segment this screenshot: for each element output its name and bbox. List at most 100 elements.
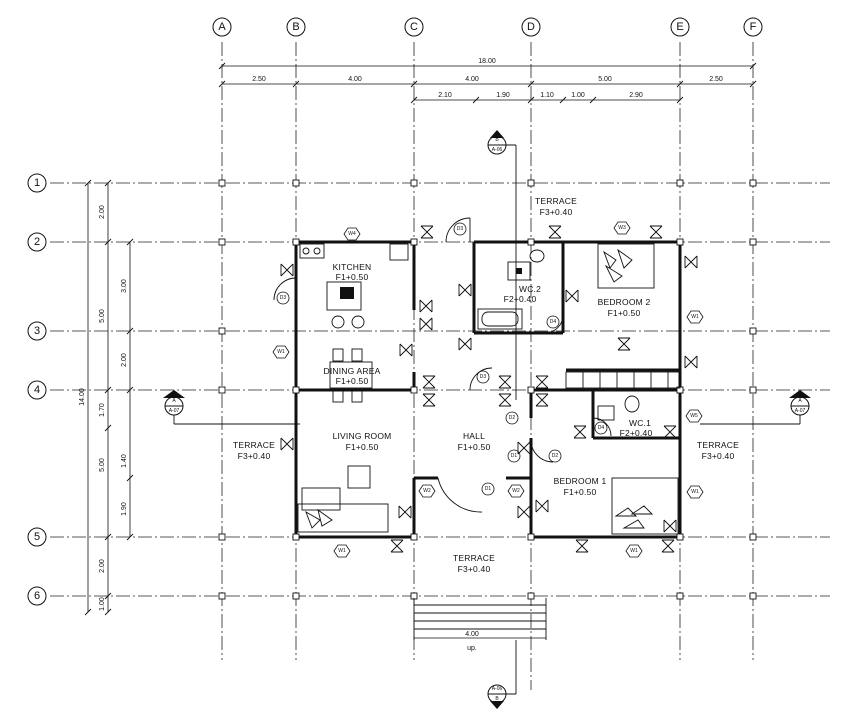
section-marker-top: B A-06 <box>487 130 517 400</box>
room-name: WC.2 <box>519 284 541 294</box>
room-name: BEDROOM 2 <box>598 297 651 307</box>
row-span-label: 5.00 <box>99 309 106 323</box>
column-bubble-D: D <box>521 17 541 37</box>
door-tag: D2 <box>505 411 519 425</box>
svg-text:W4: W4 <box>348 231 356 237</box>
sub-span-label: 1.90 <box>496 92 510 99</box>
door-tag: D1 <box>481 482 495 496</box>
room-level: F1+0.50 <box>458 442 491 452</box>
room-wc1: WC.1 F2+0.40 <box>620 418 653 438</box>
row-span-label: 1.70 <box>99 403 106 417</box>
svg-text:D1: D1 <box>485 486 492 492</box>
room-terrace-left: TERRACE F3+0.40 <box>233 440 275 461</box>
sub-span-label: 2.90 <box>629 92 643 99</box>
door-tag: D4 <box>594 421 608 435</box>
inner-span-label: 1.90 <box>121 502 128 516</box>
room-wc2: WC.2 F2+0.40 <box>504 284 541 304</box>
inner-span-label: 2.00 <box>121 353 128 367</box>
left-dimension-chain: 14.00 2.00 5.00 1.70 5.00 2.00 1.00 3.00… <box>79 179 134 616</box>
svg-text:D2: D2 <box>552 453 559 459</box>
room-level: F3+0.40 <box>540 207 573 217</box>
room-level: F2+0.40 <box>504 294 537 304</box>
room-level: F1+0.50 <box>608 308 641 318</box>
column-bubble-B: B <box>286 17 306 37</box>
door-swings <box>273 217 612 513</box>
room-name: BEDROOM 1 <box>554 476 607 486</box>
room-name: LIVING ROOM <box>333 431 392 441</box>
column-label-E: E <box>676 21 683 33</box>
section-letter: B <box>495 137 499 143</box>
room-hall: HALL F1+0.50 <box>458 431 491 452</box>
room-living: LIVING ROOM F1+0.50 <box>333 431 392 452</box>
room-name: KITCHEN <box>333 262 372 272</box>
room-level: F1+0.50 <box>336 376 369 386</box>
grid-lines <box>50 42 830 690</box>
bedroom1-bed <box>611 477 679 535</box>
window-tag: W1 <box>625 544 643 558</box>
room-bedroom2: BEDROOM 2 F1+0.50 <box>598 297 651 318</box>
column-label-F: F <box>750 21 757 33</box>
section-marker-left: A A-07 <box>163 390 300 425</box>
column-bubble-F: F <box>743 17 763 37</box>
sub-span-label: 2.10 <box>438 92 452 99</box>
svg-text:D1: D1 <box>511 453 518 459</box>
overall-depth-label: 14.00 <box>79 388 86 406</box>
svg-text:W3: W3 <box>618 225 626 231</box>
window-tag: W3 <box>613 221 631 235</box>
room-terrace-bottom: TERRACE F3+0.40 <box>453 553 495 574</box>
sub-span-label: 1.00 <box>571 92 585 99</box>
living-furniture <box>297 465 389 533</box>
sub-span-label: 1.10 <box>540 92 554 99</box>
row-bubble-1: 1 <box>27 173 47 193</box>
column-bubble-C: C <box>404 17 424 37</box>
dining-table <box>329 348 373 403</box>
svg-text:D2: D2 <box>509 415 516 421</box>
wc1-fixtures <box>597 395 640 421</box>
stair-width-label: 4.00 <box>465 631 479 638</box>
stairs: 4.00 up. <box>413 598 547 652</box>
room-name: TERRACE <box>697 440 739 450</box>
structural-columns <box>218 179 757 600</box>
door-tag: D4 <box>546 315 560 329</box>
column-label-D: D <box>527 21 535 33</box>
room-level: F3+0.40 <box>238 451 271 461</box>
svg-text:W5: W5 <box>690 413 698 419</box>
row-label-2: 2 <box>34 236 40 248</box>
column-bubble-A: A <box>212 17 232 37</box>
section-marker-right: A A-07 <box>700 390 811 425</box>
room-level: F1+0.50 <box>346 442 379 452</box>
door-tag: D2 <box>548 449 562 463</box>
bedroom2-wardrobe <box>565 371 681 389</box>
room-dining: DINING AREA F1+0.50 <box>324 366 381 386</box>
row-bubble-5: 5 <box>27 527 47 547</box>
svg-text:D3: D3 <box>280 295 287 301</box>
row-span-label: 1.00 <box>99 597 106 611</box>
room-name: HALL <box>463 431 485 441</box>
column-bubble-E: E <box>670 17 690 37</box>
door-tag: D3 <box>276 291 290 305</box>
window-marks <box>280 225 698 553</box>
section-ref: A-07 <box>795 408 806 414</box>
wc2-fixtures <box>477 249 545 330</box>
stair-up-label: up. <box>467 645 477 652</box>
room-terrace-top: TERRACE F3+0.40 <box>535 196 577 217</box>
column-label-B: B <box>292 21 299 33</box>
inner-span-label: 1.40 <box>121 454 128 468</box>
room-name: DINING AREA <box>324 366 381 376</box>
row-label-4: 4 <box>34 384 40 396</box>
row-span-label: 2.00 <box>99 559 106 573</box>
svg-text:W1: W1 <box>691 314 699 320</box>
row-bubble-6: 6 <box>27 586 47 606</box>
row-label-1: 1 <box>34 177 40 189</box>
section-marker-bottom: A-06 B <box>487 640 517 709</box>
kitchen-fixtures <box>299 243 409 329</box>
room-name: TERRACE <box>233 440 275 450</box>
room-name: TERRACE <box>453 553 495 563</box>
section-letter: A <box>798 398 802 404</box>
column-label-A: A <box>218 21 226 33</box>
svg-text:W1: W1 <box>338 548 346 554</box>
room-bedroom1: BEDROOM 1 F1+0.50 <box>554 476 607 497</box>
window-tag: W4 <box>343 227 361 241</box>
svg-text:D4: D4 <box>598 425 605 431</box>
section-ref: A-06 <box>492 147 503 153</box>
